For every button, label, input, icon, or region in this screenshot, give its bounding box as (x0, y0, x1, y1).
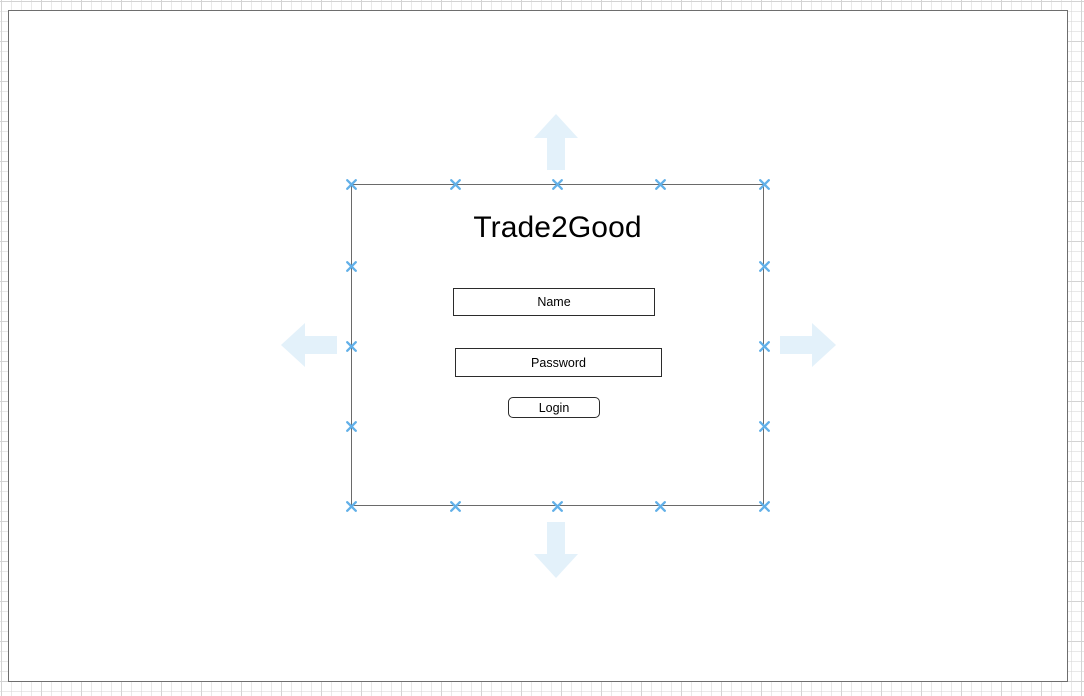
name-input[interactable]: Name (453, 288, 655, 316)
handle-top-left[interactable] (345, 178, 358, 191)
handle-bottom-center-left[interactable] (449, 500, 462, 513)
form-title: Trade2Good (473, 211, 642, 244)
handle-right-lower[interactable] (758, 420, 771, 433)
handle-bottom-center[interactable] (551, 500, 564, 513)
handle-top-right[interactable] (758, 178, 771, 191)
login-form-shape[interactable]: Trade2Good Name Password Login (351, 184, 764, 506)
handle-top-center-right[interactable] (654, 178, 667, 191)
handle-bottom-left[interactable] (345, 500, 358, 513)
page-sheet (8, 10, 1068, 682)
handle-left-upper[interactable] (345, 260, 358, 273)
handle-right-middle[interactable] (758, 340, 771, 353)
password-input[interactable]: Password (455, 348, 662, 377)
direction-arrow-left[interactable] (281, 323, 337, 367)
handle-top-center-left[interactable] (449, 178, 462, 191)
handle-top-center[interactable] (551, 178, 564, 191)
direction-arrow-down[interactable] (534, 522, 578, 578)
handle-left-lower[interactable] (345, 420, 358, 433)
handle-left-middle[interactable] (345, 340, 358, 353)
handle-bottom-center-right[interactable] (654, 500, 667, 513)
handle-right-upper[interactable] (758, 260, 771, 273)
direction-arrow-right[interactable] (780, 323, 836, 367)
handle-bottom-right[interactable] (758, 500, 771, 513)
login-button[interactable]: Login (508, 397, 600, 418)
direction-arrow-up[interactable] (534, 114, 578, 170)
